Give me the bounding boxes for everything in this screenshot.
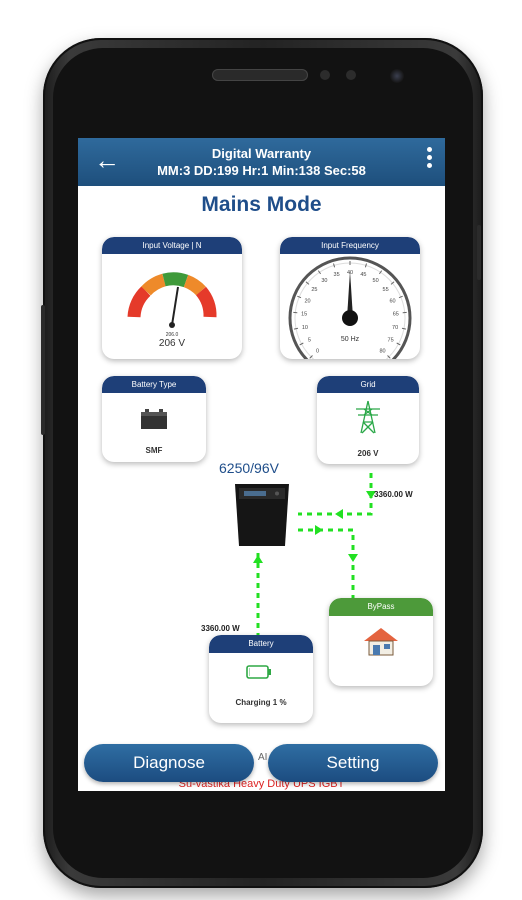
grid-card: Grid 206 V xyxy=(317,376,419,464)
input-voltage-value: 206 V xyxy=(158,338,186,349)
frequency-tick-label: 25 xyxy=(311,287,317,293)
frequency-tick-label: 70 xyxy=(392,325,398,331)
more-menu-icon[interactable] xyxy=(427,147,433,171)
voltage-gauge-icon: 206.0 xyxy=(127,272,217,338)
inverter-model: 6250/96V xyxy=(219,460,279,476)
frequency-tick-label: 15 xyxy=(301,312,307,318)
frequency-dial-icon: 05101520253035404550556065707580 50 Hz xyxy=(288,256,412,359)
frequency-tick-mark xyxy=(299,342,304,346)
voltage-needle-text: 206.0 xyxy=(166,332,179,338)
frequency-tick-mark xyxy=(305,281,310,285)
frequency-tick-label: 75 xyxy=(388,338,394,344)
input-voltage-label: Input Voltage | N xyxy=(102,237,242,254)
frequency-tick-label: 20 xyxy=(304,298,310,304)
frequency-tick-label: 45 xyxy=(360,272,366,278)
input-voltage-card: Input Voltage | N 206.0 206 V xyxy=(102,237,242,359)
frequency-tick-mark xyxy=(333,263,336,268)
battery-type-value: SMF xyxy=(145,446,163,455)
header-title: Digital Warranty xyxy=(211,146,312,161)
battery-status: Charging 1 % xyxy=(235,698,287,707)
header-counter: MM:3 DD:199 Hr:1 Min:138 Sec:58 xyxy=(157,163,366,178)
app-header: ← Digital Warranty MM:3 DD:199 Hr:1 Min:… xyxy=(78,138,445,186)
grid-label: Grid xyxy=(317,376,419,393)
battery-card: Battery Charging 1 % xyxy=(209,635,313,723)
frequency-tick-label: 0 xyxy=(316,349,319,355)
back-arrow-icon[interactable]: ← xyxy=(94,145,120,175)
input-frequency-card: Input Frequency 051015202530354045505560… xyxy=(280,237,420,359)
frequency-tick-label: 35 xyxy=(334,272,340,278)
frequency-tick-mark xyxy=(317,270,322,275)
frequency-tick-mark xyxy=(387,355,391,359)
frequency-tick-mark xyxy=(309,355,313,359)
battery-type-label: Battery Type xyxy=(102,376,206,393)
power-tower-icon xyxy=(356,400,380,434)
input-frequency-label: Input Frequency xyxy=(280,237,420,254)
bypass-label: ByPass xyxy=(329,598,433,616)
house-icon xyxy=(364,628,398,656)
mode-title: Mains Mode xyxy=(201,193,322,216)
earpiece-speaker xyxy=(212,69,308,81)
bypass-card: ByPass xyxy=(329,598,433,686)
frequency-tick-mark xyxy=(401,327,407,330)
proximity-sensor xyxy=(320,70,330,80)
front-camera xyxy=(390,69,404,83)
frequency-tick-mark xyxy=(297,295,302,299)
setting-button[interactable]: Setting xyxy=(268,744,438,782)
frequency-tick-mark xyxy=(378,270,383,275)
light-sensor xyxy=(346,70,356,80)
frequency-tick-mark xyxy=(364,263,367,268)
frequency-tick-label: 50 xyxy=(373,278,379,284)
frequency-tick-mark xyxy=(398,295,403,299)
frequency-tick-mark xyxy=(390,281,395,285)
frequency-tick-label: 30 xyxy=(321,278,327,284)
frequency-tick-label: 5 xyxy=(308,338,311,344)
frequency-tick-label: 65 xyxy=(393,312,399,318)
battery-block-icon xyxy=(141,409,167,429)
frequency-tick-label: 80 xyxy=(379,349,385,355)
frequency-tick-mark xyxy=(293,327,299,330)
grid-power-value: 3360.00 W xyxy=(374,490,413,499)
frequency-tick-label: 10 xyxy=(302,325,308,331)
battery-type-card: Battery Type SMF xyxy=(102,376,206,462)
battery-power-value: 3360.00 W xyxy=(201,624,240,633)
frequency-value: 50 Hz xyxy=(341,336,360,343)
obscured-label: AI xyxy=(258,752,268,763)
frequency-tick-label: 55 xyxy=(383,287,389,293)
volume-button xyxy=(41,305,45,435)
app-screen: ← Digital Warranty MM:3 DD:199 Hr:1 Min:… xyxy=(78,138,445,791)
battery-charging-icon xyxy=(246,665,271,679)
grid-voltage-value: 206 V xyxy=(357,449,379,458)
power-button xyxy=(477,225,481,280)
frequency-tick-label: 60 xyxy=(389,298,395,304)
frequency-tick-mark xyxy=(396,342,401,346)
battery-label: Battery xyxy=(209,635,313,653)
diagnose-button[interactable]: Diagnose xyxy=(84,744,254,782)
inverter-unit-icon xyxy=(235,484,289,546)
